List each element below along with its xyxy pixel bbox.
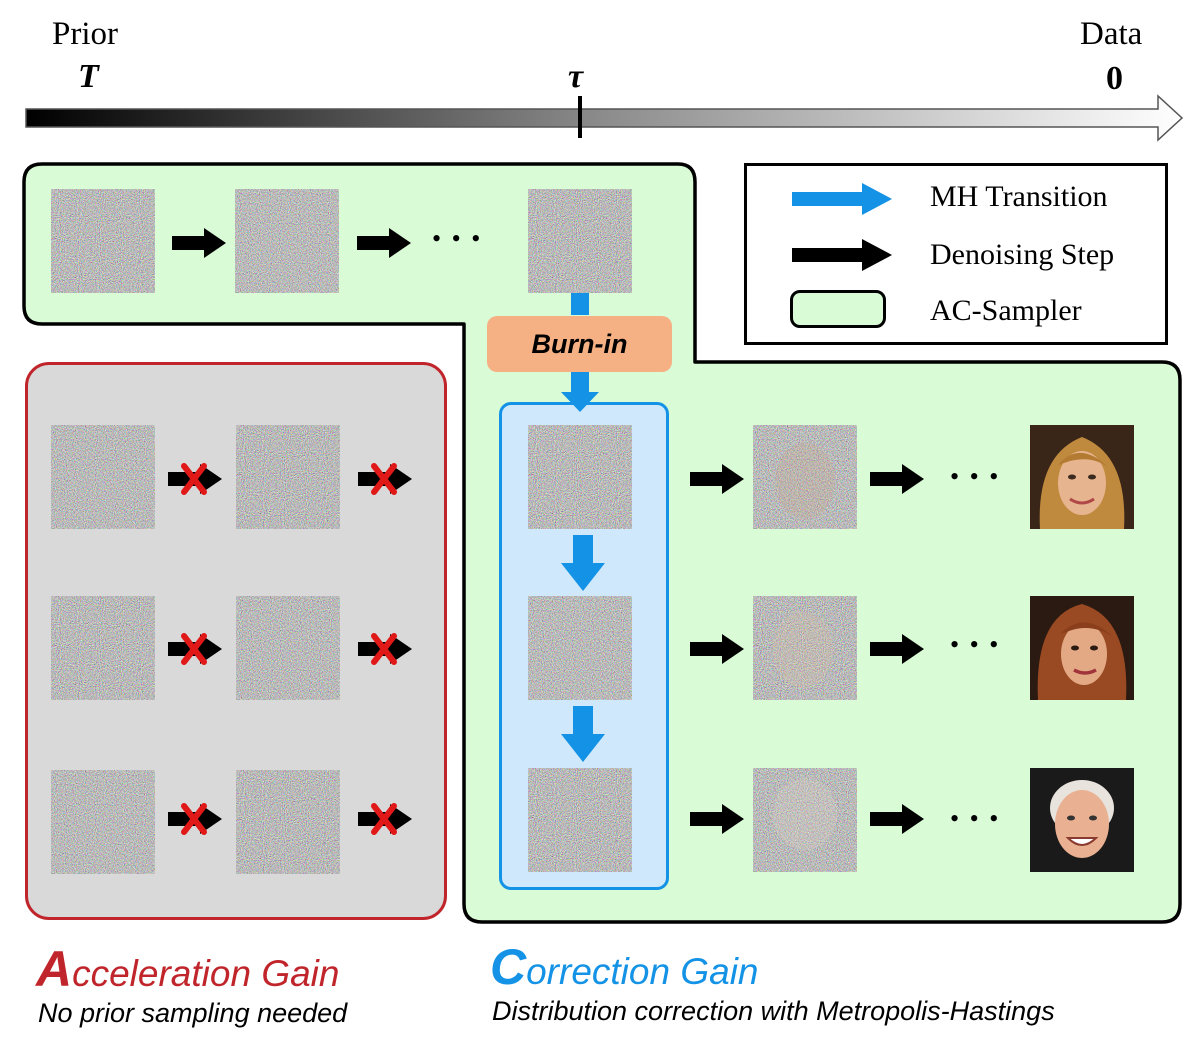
tau-symbol: τ xyxy=(568,58,584,95)
denoising-arrow-icon xyxy=(690,634,744,664)
denoising-arrow-icon xyxy=(690,464,744,494)
blocked-step-icon xyxy=(358,633,412,665)
partially-denoised-image xyxy=(753,425,857,529)
noise-image xyxy=(528,425,632,529)
black-arrow-icon xyxy=(792,239,892,271)
legend-mh-transition-label: MH Transition xyxy=(930,180,1108,213)
denoising-arrow-icon xyxy=(870,464,924,494)
noise-image xyxy=(528,596,632,700)
acceleration-first-letter: A xyxy=(36,941,73,997)
data-symbol: 0 xyxy=(1106,60,1123,97)
prior-label: Prior xyxy=(52,16,118,52)
partially-denoised-image xyxy=(753,596,857,700)
acceleration-rest: cceleration Gain xyxy=(72,953,340,994)
green-rounded-box-icon xyxy=(790,290,886,328)
ellipsis: • • • xyxy=(950,804,1001,833)
partially-denoised-image xyxy=(753,768,857,872)
generated-face-image xyxy=(1030,768,1134,872)
generated-face-image xyxy=(1030,425,1134,529)
acceleration-subtitle: No prior sampling needed xyxy=(38,998,348,1028)
legend-ac-sampler-label: AC-Sampler xyxy=(930,294,1082,327)
correction-gain-title: Correction Gain xyxy=(490,938,759,996)
denoising-arrow-icon xyxy=(870,804,924,834)
noise-image xyxy=(51,770,155,874)
noise-image xyxy=(236,425,340,529)
denoising-arrow-icon xyxy=(172,228,226,258)
blocked-step-icon xyxy=(168,803,222,835)
timeline-arrow xyxy=(25,94,1184,142)
burn-in-badge: Burn-in xyxy=(487,316,672,372)
denoising-arrow-icon xyxy=(870,634,924,664)
noise-image xyxy=(51,189,155,293)
noise-image xyxy=(528,189,632,293)
blocked-step-icon xyxy=(358,803,412,835)
denoising-arrow-icon xyxy=(357,228,411,258)
acceleration-gain-title: Acceleration Gain xyxy=(36,940,339,998)
blue-arrow-icon xyxy=(792,183,892,215)
data-label: Data xyxy=(1080,16,1143,52)
mh-transition-arrow-icon xyxy=(561,706,605,762)
mh-transition-arrow-icon xyxy=(561,535,605,591)
mh-connector xyxy=(571,293,589,315)
correction-rest: orrection Gain xyxy=(526,951,759,992)
legend-denoising-step-label: Denoising Step xyxy=(930,238,1115,271)
denoising-arrow-icon xyxy=(690,804,744,834)
noise-image xyxy=(236,596,340,700)
mh-transition-arrow-icon xyxy=(561,372,599,412)
noise-image xyxy=(528,768,632,872)
generated-face-image xyxy=(1030,596,1134,700)
blocked-step-icon xyxy=(168,633,222,665)
noise-image xyxy=(235,189,339,293)
blocked-step-icon xyxy=(358,463,412,495)
correction-first-letter: C xyxy=(490,939,527,995)
ellipsis: • • • xyxy=(950,630,1001,659)
noise-image xyxy=(236,770,340,874)
ellipsis: • • • xyxy=(950,462,1001,491)
prior-symbol: T xyxy=(78,58,99,95)
ellipsis: • • • xyxy=(432,224,483,253)
burn-in-label: Burn-in xyxy=(531,328,628,359)
noise-image xyxy=(51,596,155,700)
blocked-step-icon xyxy=(168,463,222,495)
noise-image xyxy=(51,425,155,529)
correction-subtitle: Distribution correction with Metropolis-… xyxy=(492,996,1055,1026)
